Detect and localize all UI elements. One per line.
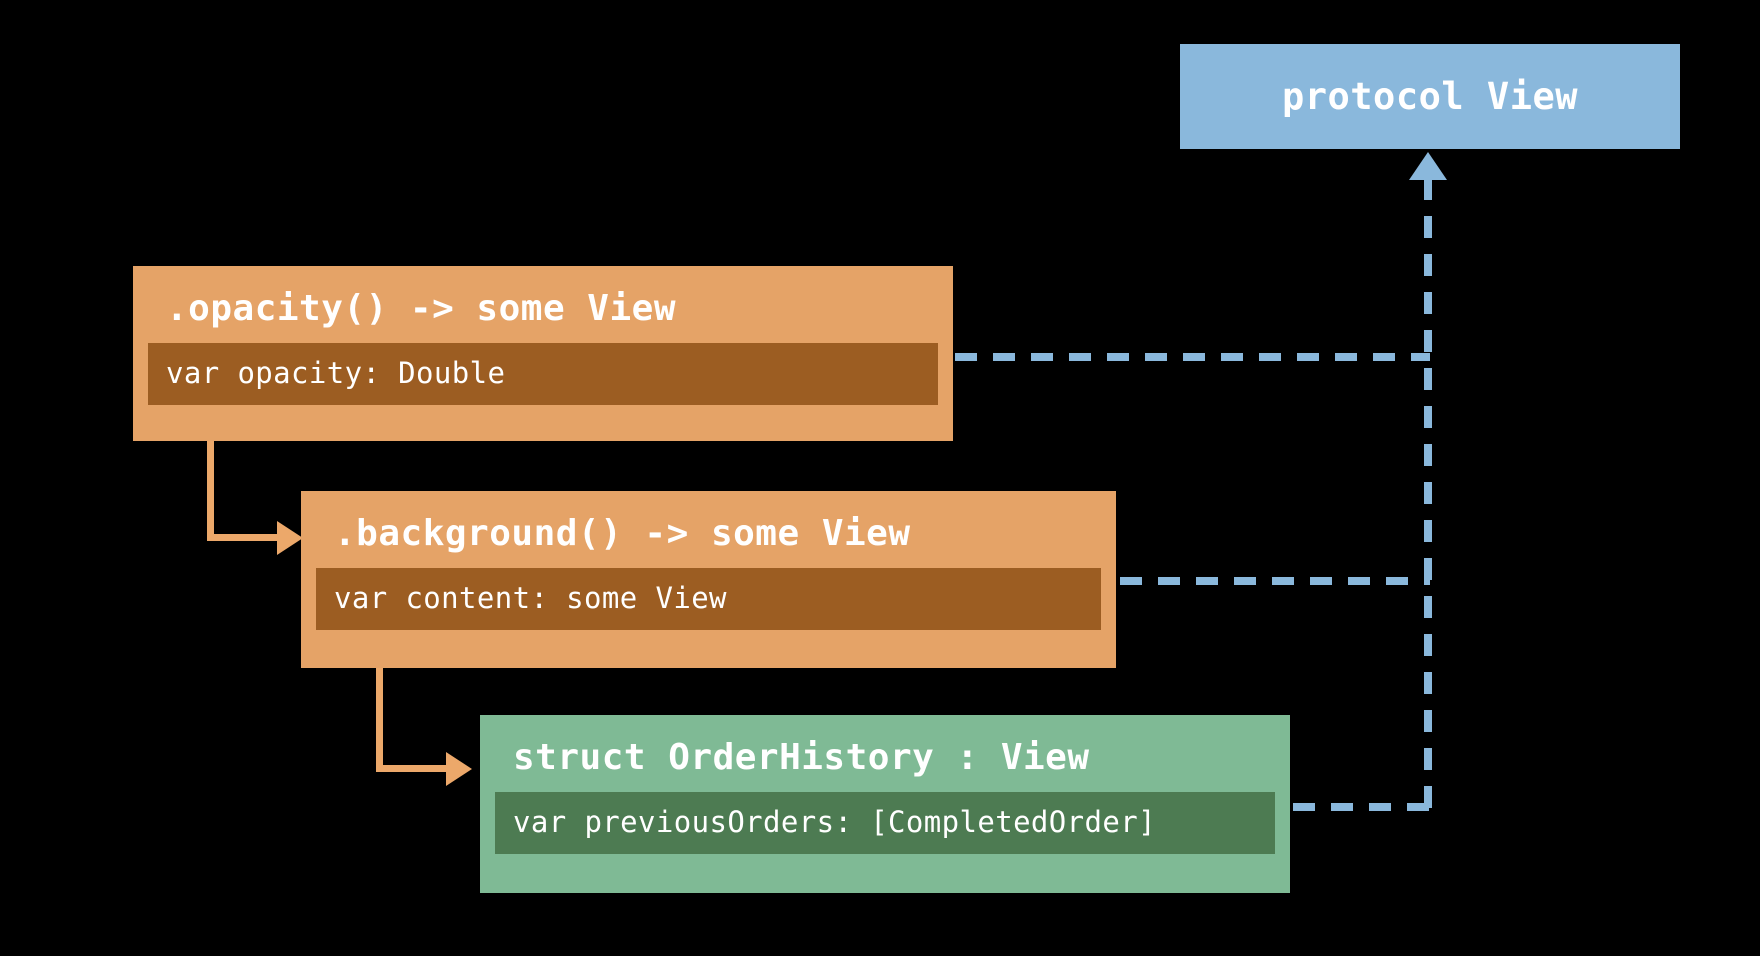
node-protocol-view: protocol View [1180,44,1680,149]
node-background-member: var content: some View [316,568,1101,630]
node-order-history-member: var previousOrders: [CompletedOrder] [495,792,1275,854]
node-opacity-title: .opacity() -> some View [166,288,676,329]
conformance-edge-opacity-to-view [955,353,1430,361]
conformance-edge-orderhistory-to-view [1293,803,1430,811]
containment-arrowhead-icon-background [446,752,472,786]
conformance-arrowhead-icon [1409,152,1447,180]
containment-edge-opacity-horizontal [207,534,279,541]
node-protocol-view-label: protocol View [1281,75,1579,118]
containment-arrowhead-icon-opacity [277,521,303,555]
node-order-history: struct OrderHistory : View var previousO… [480,715,1290,893]
conformance-edge-trunk [1424,178,1432,811]
node-background: .background() -> some View var content: … [301,491,1116,668]
node-background-title: .background() -> some View [334,513,911,554]
node-order-history-title: struct OrderHistory : View [513,737,1090,778]
conformance-edge-background-to-view [1120,577,1430,585]
node-opacity-member: var opacity: Double [148,343,938,405]
containment-edge-background-horizontal [376,765,448,772]
containment-edge-background-vertical [376,668,383,772]
containment-edge-opacity-vertical [207,441,214,541]
node-opacity: .opacity() -> some View var opacity: Dou… [133,266,953,441]
